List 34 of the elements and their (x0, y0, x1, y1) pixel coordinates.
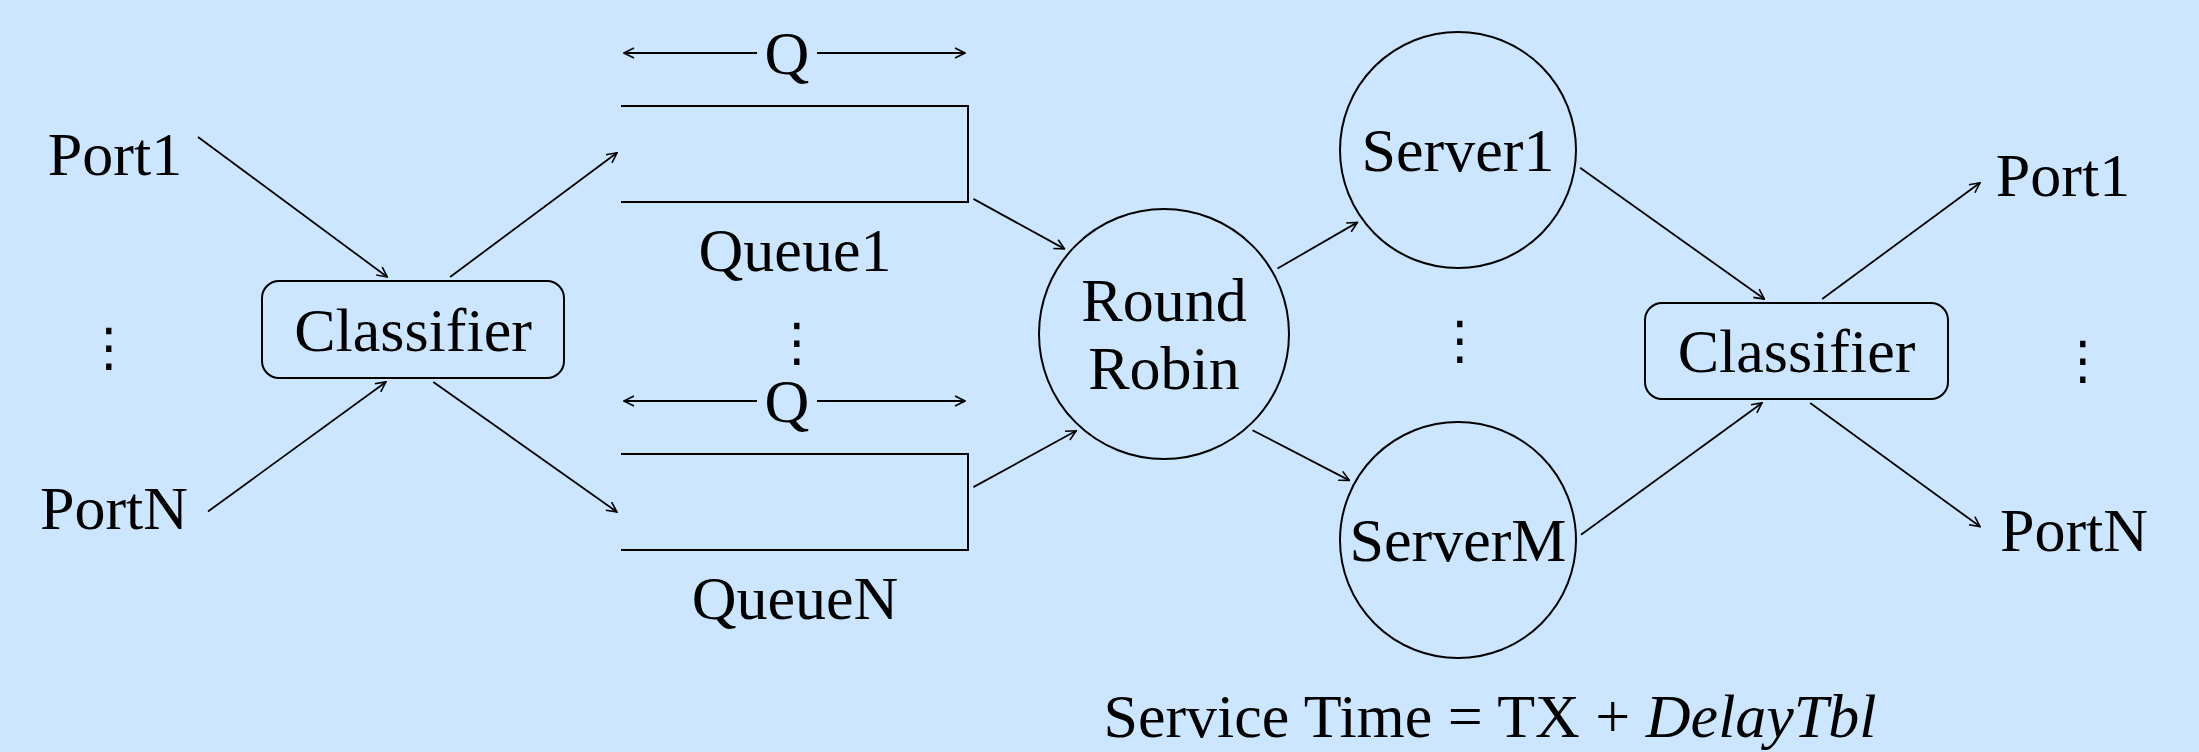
server-label: ServerM (1349, 505, 1567, 575)
server-circle (1339, 421, 1577, 659)
port-label: Port1 (1995, 144, 2131, 206)
arrow (1821, 181, 1981, 300)
arrow (1276, 221, 1359, 270)
arrow (432, 381, 618, 513)
arrow (207, 381, 387, 513)
port-label: PortN (39, 477, 189, 539)
ellipsis-mark: ⋮ (2057, 334, 2109, 386)
arrow (1580, 402, 1763, 536)
arrow (1809, 402, 1981, 528)
arrow (1251, 429, 1351, 482)
ellipsis-mark: ⋮ (771, 316, 823, 368)
server-label: Server1 (1360, 115, 1556, 185)
dimension-label: Q (764, 370, 810, 432)
server-circle (1339, 31, 1577, 269)
dimension-label: Q (764, 22, 810, 84)
ellipsis-mark: ⋮ (83, 321, 135, 373)
classifier-label: Classifier (294, 298, 532, 361)
classifier-label: Classifier (1677, 320, 1916, 382)
arrow (1579, 166, 1766, 300)
arrow (449, 151, 618, 278)
arrow (972, 429, 1078, 488)
queue-label: QueueN (691, 567, 899, 629)
port-label: PortN (1999, 499, 2149, 561)
server-circle (1038, 208, 1290, 460)
arrow (197, 136, 389, 278)
classifier-box (261, 280, 565, 379)
port-label: Port1 (47, 123, 183, 185)
queue-label: Queue1 (698, 219, 892, 281)
ellipsis-mark: ⋮ (1434, 314, 1486, 366)
server-label: Round Robin (1080, 265, 1248, 403)
classifier-box (1644, 302, 1949, 400)
arrow (972, 198, 1066, 250)
